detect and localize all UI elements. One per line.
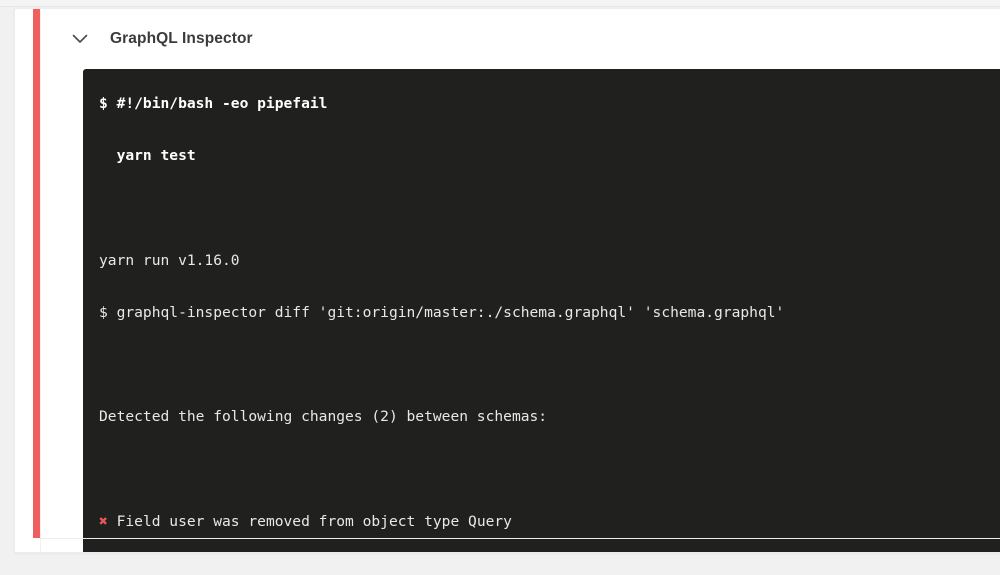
console-line (99, 352, 997, 378)
console-command-text: yarn test (99, 147, 196, 165)
step-header[interactable]: GraphQL Inspector (41, 9, 1000, 69)
step-title: GraphQL Inspector (110, 30, 253, 48)
console-command-text: $ #!/bin/bash -eo pipefail (99, 95, 328, 112)
card-divider (40, 538, 1000, 539)
chevron-down-icon[interactable] (67, 26, 93, 52)
console-line: yarn test (99, 143, 997, 169)
breaking-change-text: Field user was removed from object type … (107, 512, 512, 530)
job-step-card: GraphQL Inspector $ #!/bin/bash -eo pipe… (14, 8, 1000, 553)
console-line (99, 195, 997, 221)
console-container: $ #!/bin/bash -eo pipefail yarn test yar… (41, 69, 1000, 552)
console-line (99, 456, 997, 482)
terminal-output[interactable]: $ #!/bin/bash -eo pipefail yarn test yar… (83, 69, 1000, 552)
console-line: yarn run v1.16.0 (99, 251, 240, 269)
console-line: $ graphql-inspector diff 'git:origin/mas… (99, 303, 785, 321)
card-content: GraphQL Inspector $ #!/bin/bash -eo pipe… (40, 9, 1000, 552)
console-line: Detected the following changes (2) betwe… (99, 408, 548, 426)
console-line: $ #!/bin/bash -eo pipefail (99, 91, 997, 117)
page-top-strip (0, 0, 1000, 7)
console-line: ✖ Field user was removed from object typ… (99, 509, 997, 535)
breaking-change-x-icon: ✖ (99, 512, 108, 530)
status-rail-failed (33, 9, 40, 538)
